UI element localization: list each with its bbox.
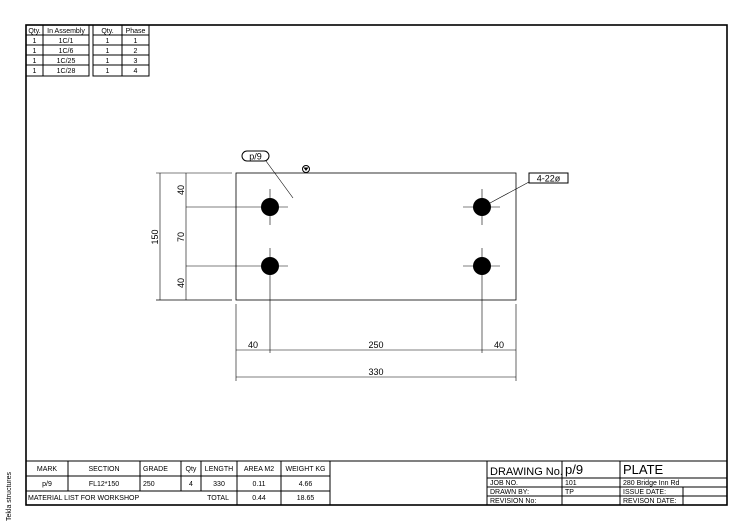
- drawing-no-label: DRAWING No.: [490, 466, 563, 478]
- assembly-header-assembly: In Assembly: [47, 28, 85, 35]
- phase-header-qty: Qty.: [101, 28, 113, 35]
- phase-cell: 1: [134, 38, 138, 45]
- side-label: Tekla structures: [6, 471, 13, 521]
- phase-cell: 1: [106, 48, 110, 55]
- material-list-table: MARK SECTION GRADE Qty LENGTH AREA M2 WE…: [25, 460, 727, 506]
- assembly-cell: 1C/1: [59, 38, 74, 45]
- assembly-cell: 1: [33, 38, 37, 45]
- assembly-cell: 1: [33, 58, 37, 65]
- material-total-label: TOTAL: [207, 495, 229, 502]
- dim-height-part: 40: [176, 278, 186, 288]
- phase-cell: 1: [106, 38, 110, 45]
- assembly-cell: 1: [33, 48, 37, 55]
- revision-date-label: REVISON DATE:: [623, 498, 677, 505]
- hole-label: 4-22ø: [537, 174, 561, 184]
- assembly-cell: 1C/25: [57, 58, 76, 65]
- address: 280 Bridge Inn Rd: [623, 480, 680, 487]
- dim-height-part: 70: [176, 232, 186, 242]
- dim-width-total: 330: [368, 367, 383, 377]
- orientation-mark-icon: [302, 165, 310, 173]
- plate-outline: [235, 172, 517, 301]
- assembly-cell: 1: [33, 68, 37, 75]
- dim-width-part: 40: [248, 340, 258, 350]
- vertical-dimensions: 150 40 70 40: [150, 172, 232, 301]
- part-mark-bubble: [241, 150, 270, 162]
- material-footer-label: MATERIAL LIST FOR WORKSHOP: [28, 495, 139, 502]
- phase-cell: 3: [134, 58, 138, 65]
- hole-label-box: [528, 172, 569, 184]
- dim-width-part: 250: [368, 340, 383, 350]
- part-mark-leader: [265, 160, 294, 199]
- sheet-frame: [25, 24, 728, 506]
- holes: [186, 189, 500, 353]
- title-block: DRAWING No. p/9 PLATE JOB NO. 101 280 Br…: [486, 460, 728, 506]
- assembly-cell: 1C/28: [57, 68, 76, 75]
- issue-date-label: ISSUE DATE:: [623, 489, 666, 496]
- hole-label-leader: [489, 181, 530, 204]
- assembly-table: Qty. In Assembly 1 1C/1 1 1C/6 1 1C/25 1…: [25, 24, 90, 77]
- material-header: GRADE: [143, 466, 168, 473]
- dim-height-part: 40: [176, 185, 186, 195]
- drawing-title: PLATE: [623, 462, 664, 477]
- revision-no-label: REVISION No:: [490, 498, 536, 505]
- phase-cell: 1: [106, 58, 110, 65]
- orientation-arrow-icon: [303, 167, 309, 171]
- material-header: WEIGHT KG: [286, 466, 326, 473]
- material-cell: p/9: [42, 481, 52, 488]
- drawn-by-label: DRAWN BY:: [490, 489, 529, 496]
- phase-cell: 4: [134, 68, 138, 75]
- horizontal-dimensions: 40 250 40 330: [235, 304, 517, 381]
- drawing-no: p/9: [565, 462, 583, 477]
- material-header: AREA M2: [244, 466, 274, 473]
- phase-cell: 2: [134, 48, 138, 55]
- plate-drawing: p/9 4-22ø: [150, 150, 569, 381]
- material-header: SECTION: [88, 466, 119, 473]
- material-cell: FL12*150: [89, 481, 119, 488]
- material-cell: 330: [213, 481, 225, 488]
- material-header: LENGTH: [205, 466, 233, 473]
- phase-header-phase: Phase: [126, 28, 146, 35]
- material-cell: 250: [143, 481, 155, 488]
- material-header: MARK: [37, 466, 58, 473]
- material-total-area: 0.44: [252, 495, 266, 502]
- job-no-label: JOB NO.: [490, 480, 518, 487]
- dim-height-total: 150: [150, 229, 160, 244]
- phase-cell: 1: [106, 68, 110, 75]
- assembly-header-qty: Qty.: [28, 28, 40, 35]
- assembly-cell: 1C/6: [59, 48, 74, 55]
- material-cell: 4: [189, 481, 193, 488]
- phase-table: Qty. Phase 1 1 1 2 1 3 1 4: [92, 24, 150, 77]
- drawn-by: TP: [565, 489, 574, 496]
- part-mark: p/9: [249, 152, 262, 162]
- dim-width-part: 40: [494, 340, 504, 350]
- job-no: 101: [565, 480, 577, 487]
- material-cell: 0.11: [252, 481, 265, 488]
- material-cell: 4.66: [299, 481, 313, 488]
- material-total-weight: 18.65: [297, 495, 315, 502]
- material-header: Qty: [186, 466, 197, 473]
